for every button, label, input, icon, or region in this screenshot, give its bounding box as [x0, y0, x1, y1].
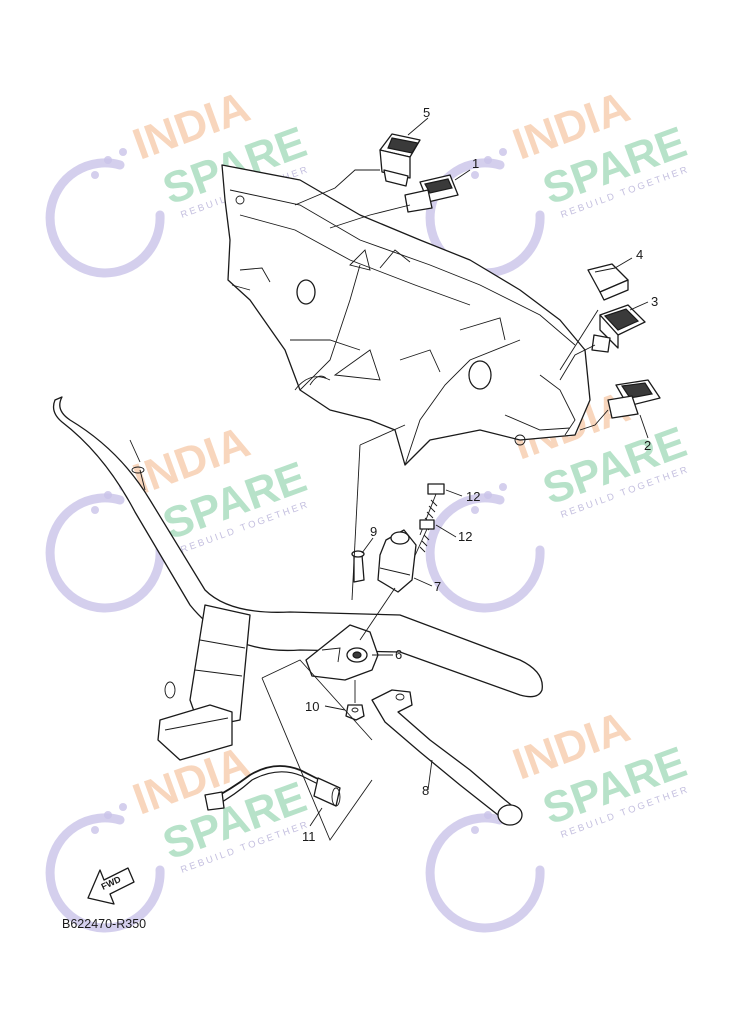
callout-8: 8	[422, 783, 429, 798]
callout-3: 3	[651, 294, 658, 309]
part-1-switch	[404, 174, 459, 213]
part-10-nut	[345, 704, 365, 721]
part-9-bolt	[351, 550, 365, 583]
part-8-lever	[371, 689, 523, 826]
callout-12-lower: 12	[458, 529, 472, 544]
part-5-switch	[379, 133, 421, 187]
part-3-switch-housing	[591, 304, 646, 353]
watermark-bottom-right: INDIA SPARE REBUILD TOGETHER	[425, 702, 693, 933]
diagram-code: B622470-R350	[62, 917, 146, 931]
leader-lines	[261, 117, 649, 841]
callout-12-upper: 12	[466, 489, 480, 504]
callout-1: 1	[472, 156, 479, 171]
callout-9: 9	[370, 524, 377, 539]
handlebar-cover-housing	[221, 164, 591, 466]
part-6-lever-bracket	[305, 624, 379, 681]
callout-6: 6	[395, 647, 402, 662]
callout-7: 7	[434, 579, 441, 594]
steering-stem	[157, 604, 251, 761]
callout-11: 11	[302, 829, 316, 844]
part-2-switch	[607, 379, 661, 419]
callout-4: 4	[636, 247, 643, 262]
watermark-top-right: INDIA SPARE REBUILD TOGETHER	[425, 82, 693, 278]
part-4-bracket	[587, 263, 629, 301]
part-7-clamp	[377, 529, 417, 593]
callout-10: 10	[305, 699, 319, 714]
fwd-arrow: FWD	[87, 867, 135, 905]
part-11-switch-cable	[204, 765, 341, 811]
callout-5: 5	[423, 105, 430, 120]
callout-2: 2	[644, 438, 651, 453]
part-12-bolt-upper	[419, 483, 445, 536]
part-12-bolt-lower	[412, 519, 435, 561]
handlebar	[52, 396, 543, 698]
